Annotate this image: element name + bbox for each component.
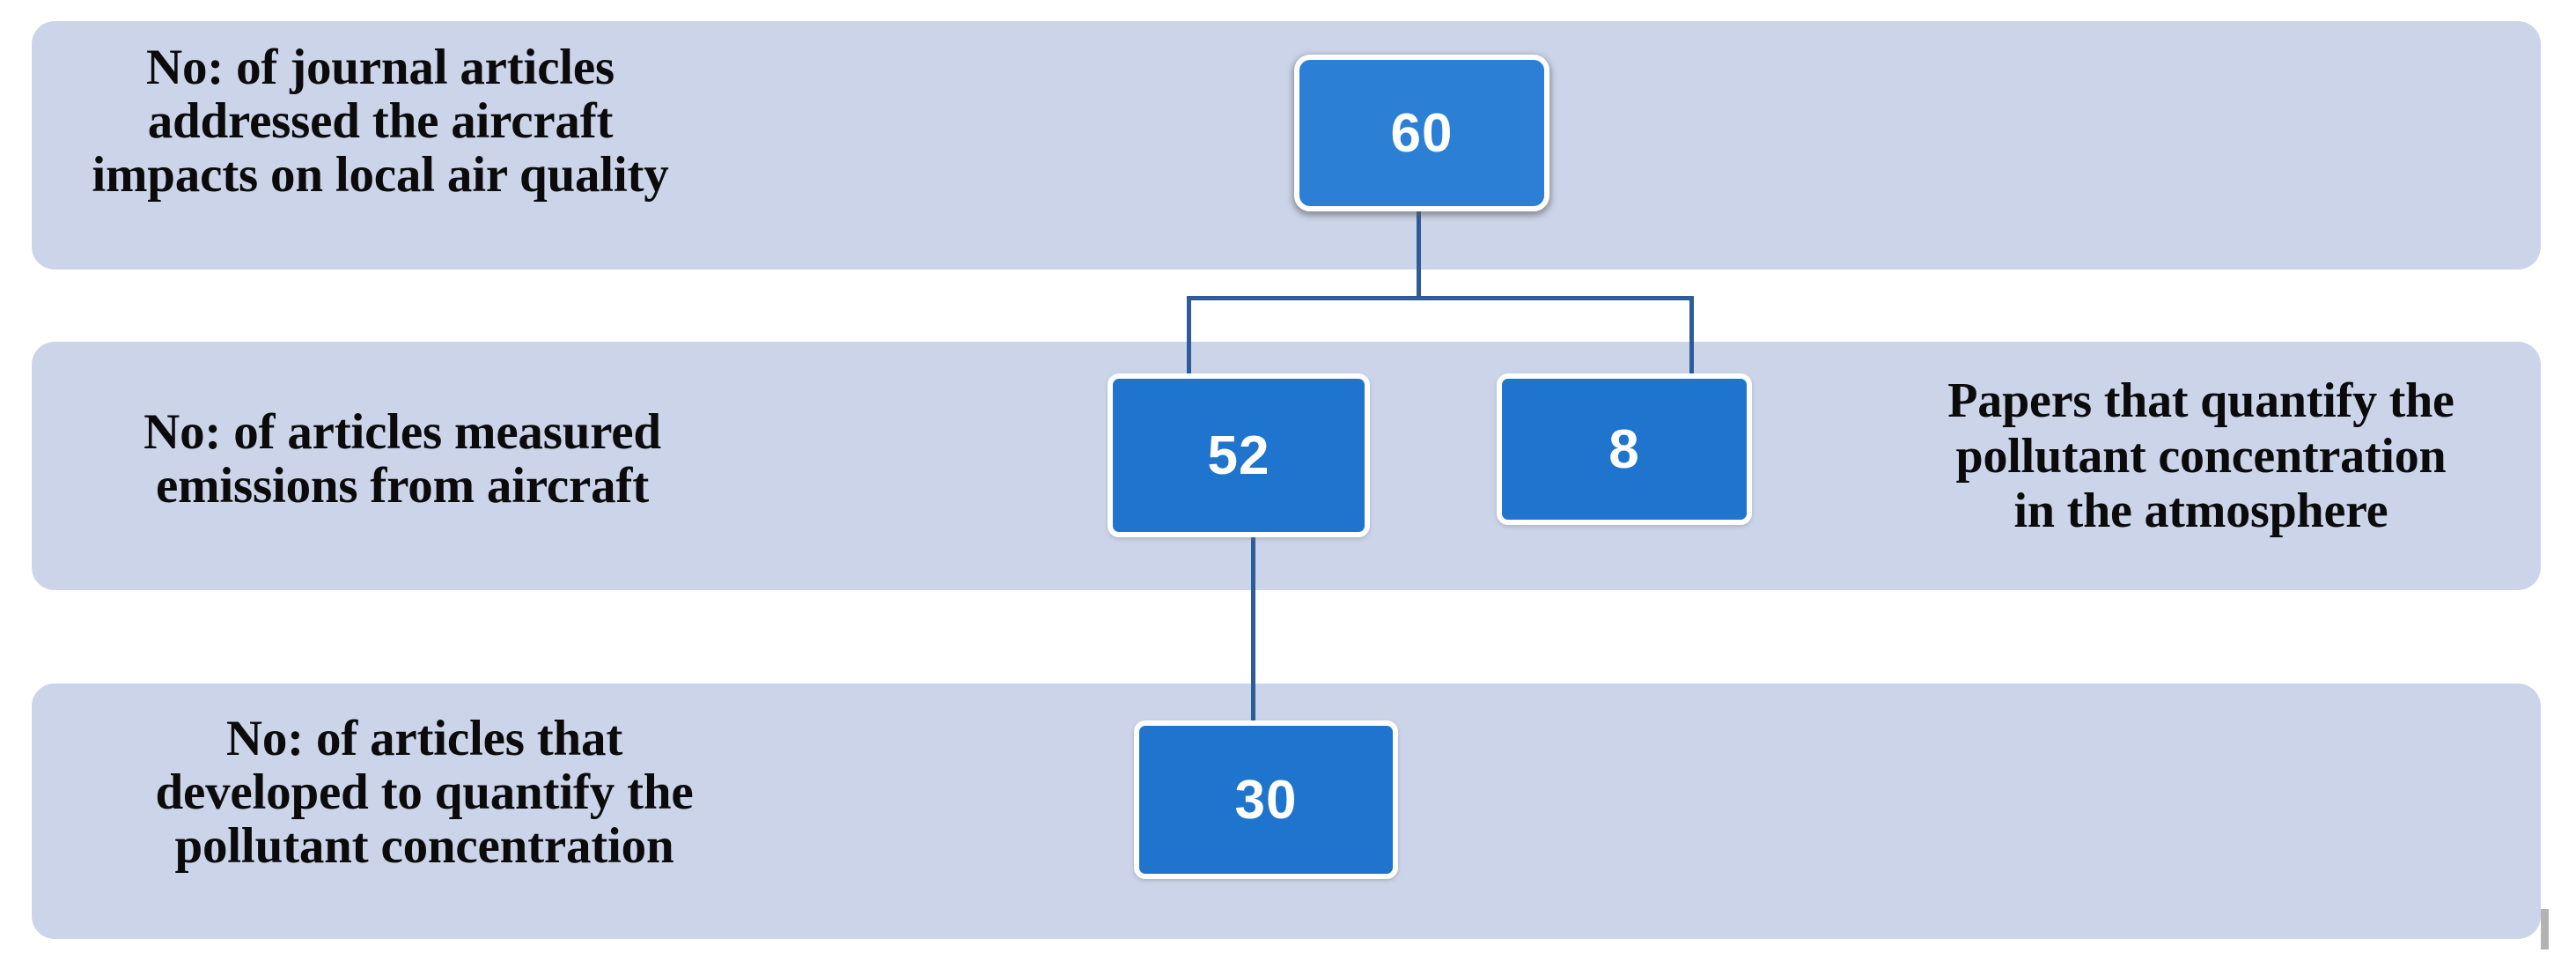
row-band-1 bbox=[32, 21, 2541, 270]
corner-tick-mark bbox=[2541, 909, 2549, 950]
row-label-papers-quantify: Papers that quantify the pollutant conce… bbox=[1947, 373, 2455, 539]
connector-root-down bbox=[1417, 208, 1421, 299]
connector-to-left bbox=[1187, 296, 1191, 388]
connector-left-to-leaf bbox=[1251, 537, 1255, 724]
node-pollutant-quantified[interactable]: 8 bbox=[1497, 373, 1752, 525]
connector-split-bar bbox=[1187, 296, 1694, 300]
row-label-journal-articles: No: of journal articles addressed the ai… bbox=[92, 40, 669, 203]
connector-to-right bbox=[1689, 296, 1694, 388]
row-label-measured-emissions: No: of articles measured emissions from … bbox=[144, 404, 661, 514]
node-developed-quantify[interactable]: 30 bbox=[1134, 720, 1398, 879]
node-emissions-measured[interactable]: 52 bbox=[1108, 373, 1370, 537]
row-label-developed-quantify: No: of articles that developed to quanti… bbox=[155, 711, 694, 874]
node-total-articles[interactable]: 60 bbox=[1294, 55, 1549, 211]
